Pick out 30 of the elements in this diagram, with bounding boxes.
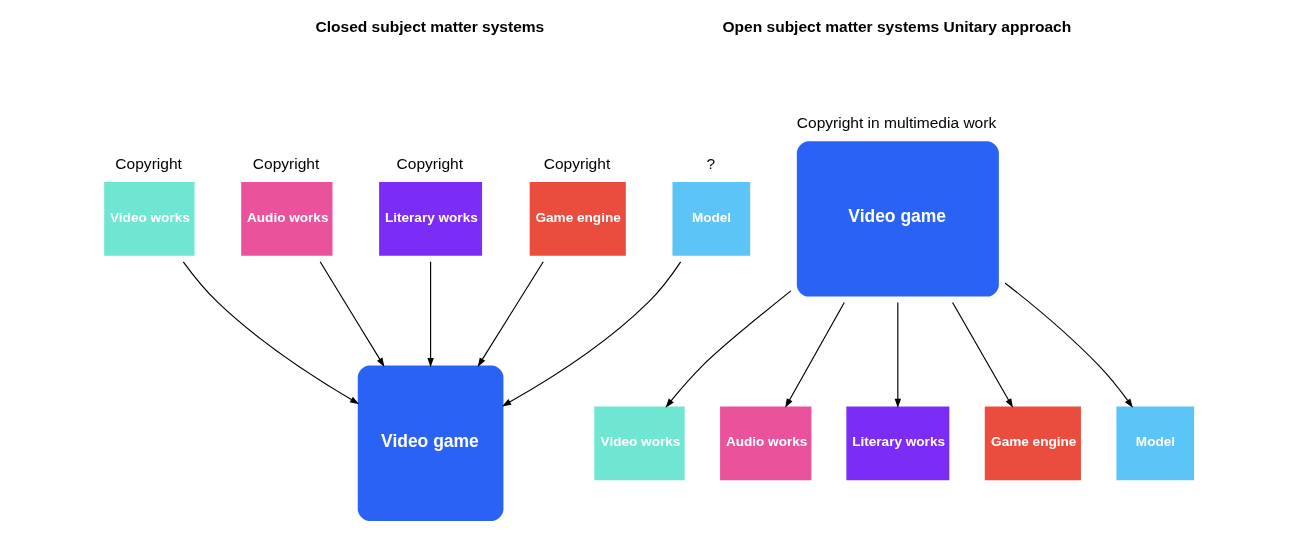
node-label: Copyright bbox=[252, 155, 319, 173]
arrow bbox=[477, 261, 544, 367]
node-box: Audio works bbox=[240, 182, 332, 256]
node-box: Literary works bbox=[378, 182, 482, 256]
arrow bbox=[894, 301, 901, 408]
node-label: ? bbox=[705, 155, 715, 173]
node-label: Copyright bbox=[114, 155, 182, 173]
node-box: Game engine bbox=[984, 406, 1081, 481]
node-box: Video works bbox=[103, 182, 195, 256]
arrow bbox=[784, 301, 845, 408]
node-box: Model bbox=[1115, 406, 1194, 481]
arrow bbox=[501, 261, 681, 407]
node-box: Video game bbox=[357, 365, 503, 521]
node-label: Copyright bbox=[543, 155, 610, 173]
arrow bbox=[665, 290, 791, 408]
node-label: Copyright in multimedia work bbox=[796, 114, 996, 132]
node-box: Literary works bbox=[845, 406, 949, 481]
node-box: Video works bbox=[593, 406, 685, 481]
label: Open subject matter systems Unitary approach bbox=[722, 18, 1071, 36]
node-box: Model bbox=[671, 182, 750, 256]
node-label: Copyright bbox=[396, 155, 463, 173]
arrow bbox=[426, 261, 434, 368]
arrow bbox=[951, 301, 1013, 408]
node-box: Audio works bbox=[719, 406, 811, 481]
node-box: Game engine bbox=[529, 182, 626, 256]
label: Closed subject matter systems bbox=[314, 18, 544, 36]
node-box: Video game bbox=[796, 141, 999, 297]
arrow bbox=[1003, 282, 1133, 408]
arrow bbox=[182, 261, 359, 405]
arrow bbox=[319, 261, 384, 367]
